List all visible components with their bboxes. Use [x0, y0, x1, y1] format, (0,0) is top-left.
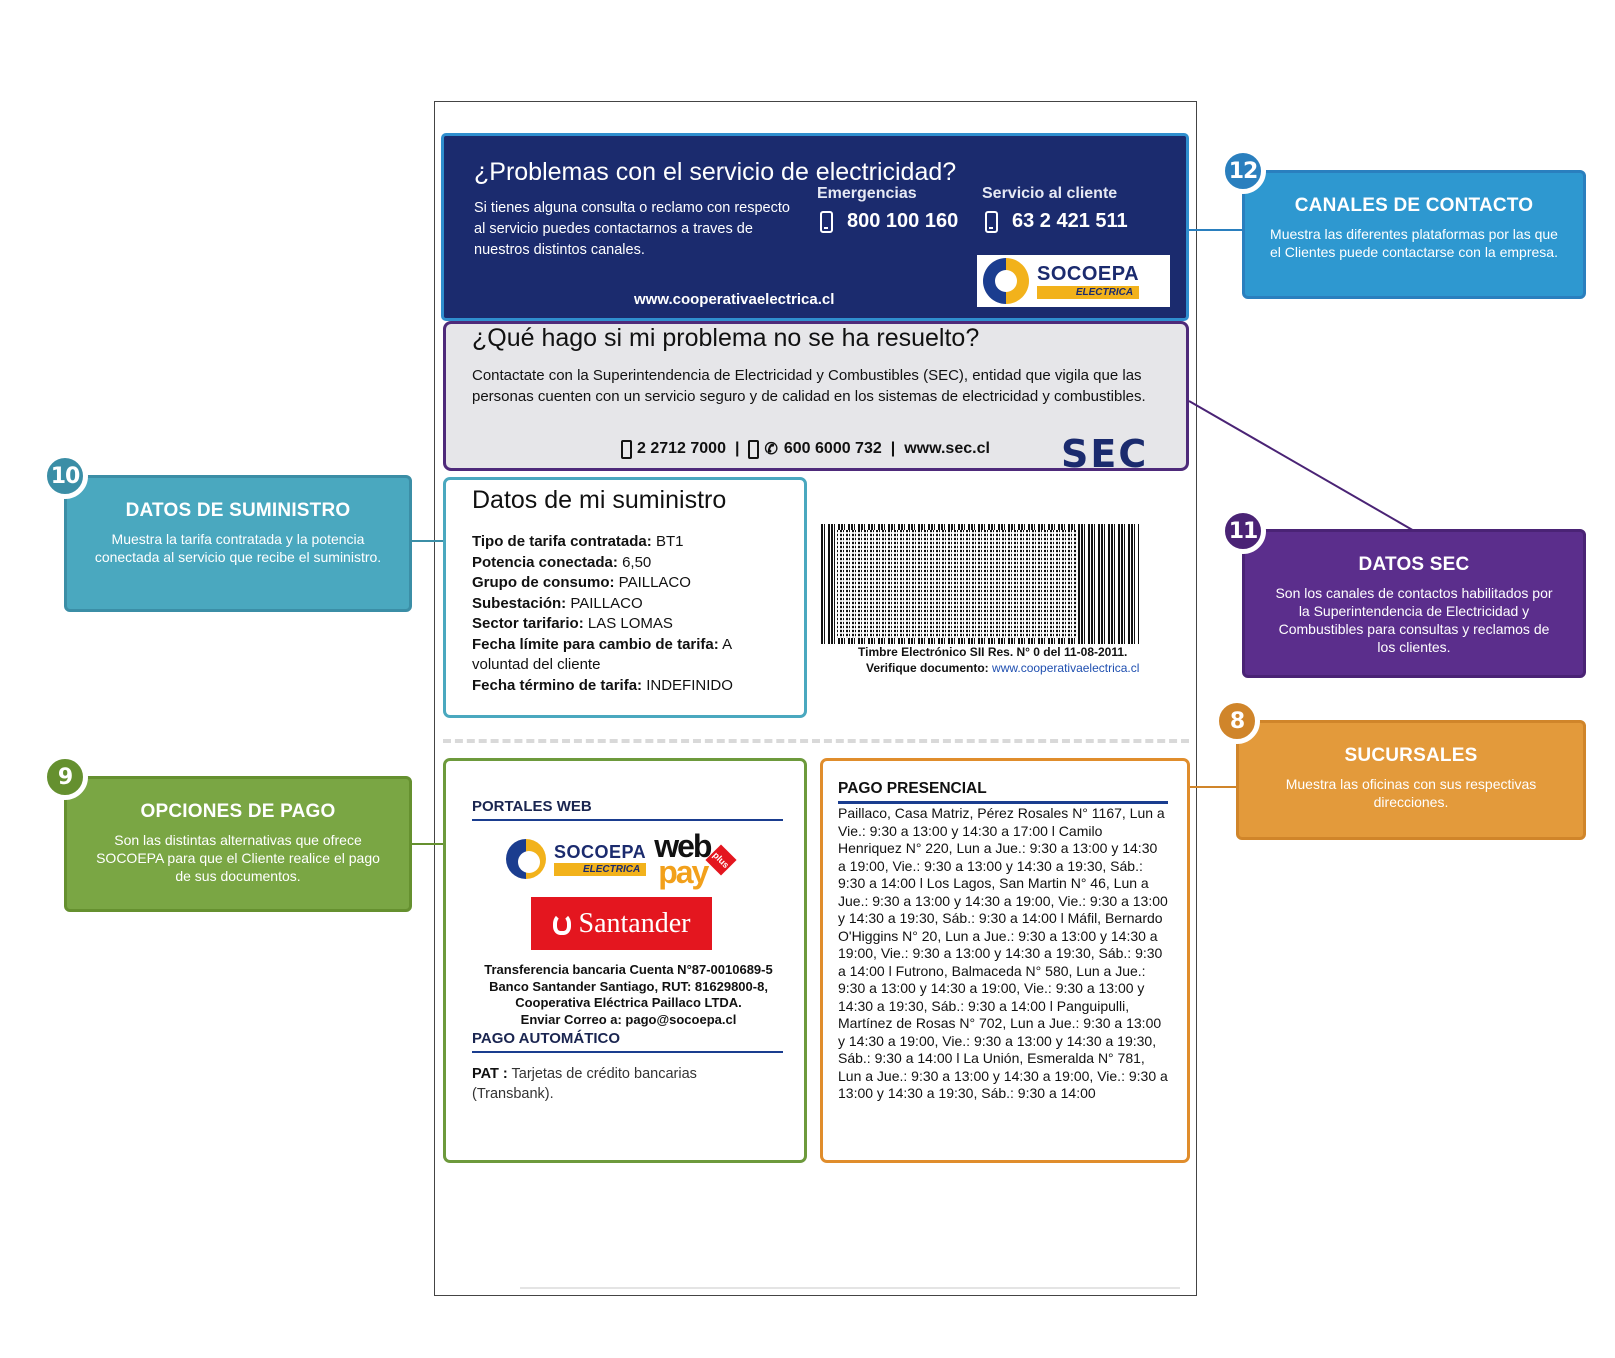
pago-automatico-heading: PAGO AUTOMÁTICO [472, 1030, 621, 1047]
callout-desc: Son las distintas alternativas que ofrec… [96, 832, 380, 884]
socoepa-mark-icon [506, 839, 546, 879]
callout-title: DATOS SEC [1358, 554, 1470, 575]
socoepa-sub: ELECTRICA [1037, 286, 1140, 299]
santander-logo: Santander [531, 897, 712, 950]
emergencias-label: Emergencias [817, 185, 917, 202]
contact-description: Si tienes alguna consulta o reclamo con … [474, 200, 790, 258]
socoepa-logo: SOCOEPA ELECTRICA [977, 255, 1170, 307]
pago-presencial-section: PAGO PRESENCIAL Paillaco, Casa Matriz, P… [820, 758, 1190, 1163]
heading-rule [472, 819, 783, 821]
contact-section: ¿Problemas con el servicio de electricid… [441, 133, 1189, 321]
page-bottom-rule [520, 1287, 1180, 1289]
sucursales-list: Paillaco, Casa Matriz, Pérez Rosales N° … [838, 805, 1168, 1101]
leader-line-9 [412, 843, 443, 845]
field-grupo: Grupo de consumo: PAILLACO [472, 574, 691, 591]
verify-line: Verifique documento: www.cooperativaelec… [866, 661, 1140, 675]
callout-desc: Muestra las oficinas con sus respectivas… [1285, 776, 1537, 810]
servicio-phone: 63 2 421 511 [985, 210, 1128, 233]
suministro-fields: Tipo de tarifa contratada: BT1 Potencia … [472, 532, 792, 696]
socoepa-logo: SOCOEPA ELECTRICA [506, 839, 647, 879]
callout-number-badge: 11 [1220, 508, 1266, 554]
verify-url[interactable]: www.cooperativaelectrica.cl [992, 661, 1140, 675]
handset-icon: ✆ [764, 441, 778, 458]
callout-desc: Muestra la tarifa contratada y la potenc… [94, 531, 382, 565]
suministro-section: Datos de mi suministro Tipo de tarifa co… [443, 477, 807, 718]
section-divider [443, 739, 1189, 743]
sec-section: ¿Qué hago si mi problema no se ha resuel… [443, 321, 1189, 476]
callout-datos-sec: DATOS SEC Son los canales de contactos h… [1242, 529, 1586, 678]
pago-presencial-heading: PAGO PRESENCIAL [838, 780, 987, 797]
socoepa-mark-icon [983, 258, 1029, 304]
heading-rule [838, 801, 1168, 804]
sec-phone-2: 600 6000 732 [783, 440, 882, 457]
callout-number-badge: 10 [42, 453, 88, 499]
callout-datos-suministro: DATOS DE SUMINISTRO Muestra la tarifa co… [64, 475, 412, 612]
callout-title: OPCIONES DE PAGO [140, 801, 336, 822]
portales-web-heading: PORTALES WEB [472, 798, 592, 815]
leader-line-10 [412, 540, 443, 542]
mobile-phone-icon [820, 210, 833, 233]
field-potencia: Potencia conectada: 6,50 [472, 553, 652, 571]
field-sector: Sector tarifario: LAS LOMAS [472, 615, 673, 632]
sec-contacts: 2 2712 7000 | ✆ 600 6000 732 | www.sec.c… [621, 439, 990, 459]
callout-title: SUCURSALES [1344, 745, 1478, 766]
socoepa-name: SOCOEPA [1037, 263, 1140, 285]
pago-web-section: PORTALES WEB SOCOEPA ELECTRICA web pay p… [443, 758, 807, 1163]
pat-info: PAT : Tarjetas de crédito bancarias (Tra… [472, 1066, 697, 1102]
phone-icon [748, 439, 760, 459]
callout-sucursales: SUCURSALES Muestra las oficinas con sus … [1236, 720, 1586, 840]
sec-title: ¿Qué hago si mi problema no se ha resuel… [472, 324, 980, 352]
sec-phone-1: 2 2712 7000 [637, 440, 726, 457]
leader-line-8 [1190, 786, 1236, 788]
servicio-label: Servicio al cliente [982, 185, 1118, 202]
sec-url[interactable]: www.sec.cl [904, 440, 990, 457]
suministro-title: Datos de mi suministro [472, 486, 727, 514]
bank-transfer-info: Transferencia bancaria Cuenta N°87-00106… [484, 962, 773, 1027]
field-fecha-limite: Fecha límite para cambio de tarifa: A vo… [472, 635, 732, 674]
separator: | [890, 440, 896, 457]
separator: | [734, 440, 740, 457]
callout-opciones-pago: OPCIONES DE PAGO Son las distintas alter… [64, 776, 412, 912]
callout-title: CANALES DE CONTACTO [1294, 195, 1534, 216]
heading-rule [472, 1051, 783, 1053]
field-subestacion: Subestación: PAILLACO [472, 594, 643, 612]
payment-logos: SOCOEPA ELECTRICA web pay plus [506, 830, 737, 888]
callout-canales-contacto: CANALES DE CONTACTO Muestra las diferent… [1242, 170, 1586, 299]
timbre-text: Timbre Electrónico SII Res. N° 0 del 11-… [858, 645, 1128, 659]
servicio-number: 63 2 421 511 [1012, 210, 1128, 232]
callout-number-badge: 9 [42, 754, 88, 800]
emergencias-phone: 800 100 160 [820, 210, 958, 233]
sec-logo: SEC [1061, 432, 1149, 476]
santander-flame-icon [552, 912, 571, 935]
contact-title: ¿Problemas con el servicio de electricid… [474, 158, 957, 186]
phone-icon [621, 439, 632, 459]
webpay-logo: web pay plus [654, 830, 737, 888]
leader-line-12 [1189, 229, 1242, 231]
callout-number-badge: 8 [1214, 698, 1260, 744]
sec-description: Contactate con la Superintendencia de El… [472, 367, 1146, 405]
callout-desc: Muestra las diferentes plataformas por l… [1270, 226, 1558, 260]
field-fecha-termino: Fecha término de tarifa: INDEFINIDO [472, 676, 733, 694]
field-tarifa: Tipo de tarifa contratada: BT1 [472, 533, 684, 550]
callout-number-badge: 12 [1220, 148, 1266, 194]
pdf417-barcode [821, 524, 1139, 644]
callout-title: DATOS DE SUMINISTRO [125, 500, 351, 521]
mobile-phone-icon [985, 210, 998, 233]
callout-desc: Son los canales de contactos habilitados… [1275, 585, 1553, 655]
company-url[interactable]: www.cooperativaelectrica.cl [634, 291, 835, 308]
emergencias-number: 800 100 160 [847, 210, 959, 232]
